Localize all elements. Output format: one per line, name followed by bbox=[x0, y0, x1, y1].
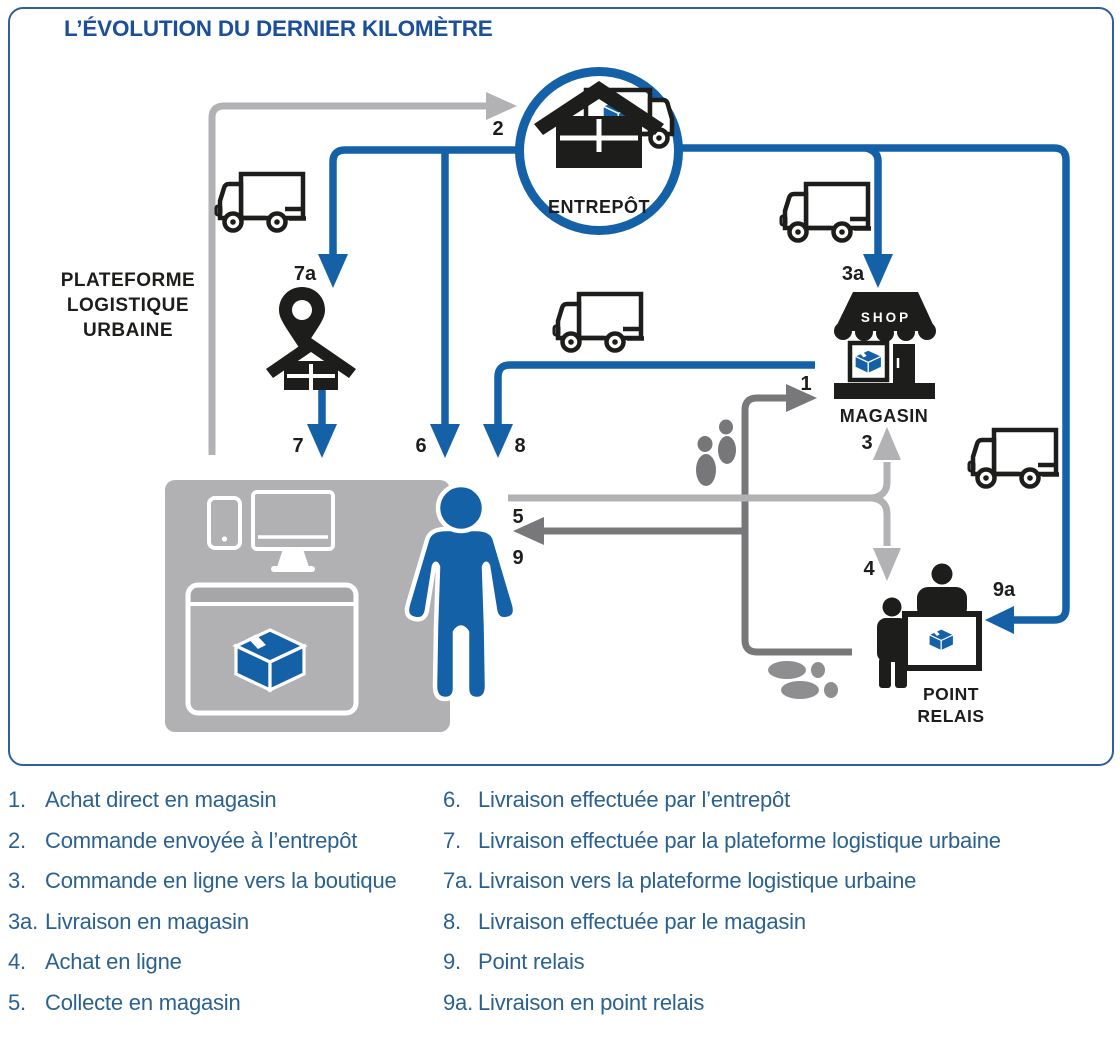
legend-item-text: Livraison en magasin bbox=[45, 908, 249, 934]
route-6-label: 6 bbox=[415, 435, 426, 457]
legend-item-number: 9a. bbox=[443, 989, 473, 1015]
legend-item-text: Livraison en point relais bbox=[478, 989, 705, 1015]
legend-column-left: 1. Achat direct en magasin 2. Commande env… bbox=[8, 787, 438, 1031]
legend-item-text: Achat direct en magasin bbox=[45, 787, 277, 812]
consumer-home-panel bbox=[165, 480, 450, 732]
route-4-label: 4 bbox=[863, 558, 875, 580]
legend-item-number: 5. bbox=[8, 989, 26, 1015]
relay-counter-icon bbox=[877, 563, 982, 688]
legend-item: 8. Livraison effectuée par le magasin bbox=[443, 909, 1115, 950]
legend-item-number: 3. bbox=[8, 868, 26, 894]
diagram-border bbox=[8, 7, 1114, 766]
legend-item-number: 1. bbox=[8, 787, 26, 812]
route-6-arrowhead bbox=[430, 424, 460, 458]
legend-item-number: 9. bbox=[443, 949, 461, 975]
legend-item-text: Commande envoyée à l’entrepôt bbox=[45, 827, 358, 853]
legend-item-text: Point relais bbox=[478, 949, 585, 975]
route-1-label: 1 bbox=[800, 373, 811, 395]
legend-item-text: Commande en ligne vers la boutique bbox=[45, 868, 397, 894]
shop-sign: SHOP bbox=[861, 310, 911, 325]
route-5-9-arrowhead bbox=[513, 517, 544, 545]
legend-item-number: 2. bbox=[8, 827, 26, 853]
legend-item: 3. Commande en ligne vers la boutique bbox=[8, 868, 438, 909]
footprints-up-icon bbox=[696, 419, 736, 486]
route-3a-arrowhead bbox=[863, 254, 893, 288]
legend-item-number: 8. bbox=[443, 908, 461, 934]
platform-warehouse-icon bbox=[266, 338, 356, 390]
truck-center bbox=[554, 294, 644, 351]
relay-point-node: POINT RELAIS bbox=[877, 563, 984, 726]
route-7-arrowhead bbox=[307, 424, 337, 458]
urban-platform-node bbox=[266, 287, 356, 390]
legend-item-text: Achat en ligne bbox=[45, 949, 182, 975]
legend-item-number: 4. bbox=[8, 949, 26, 975]
consumer-person-icon bbox=[404, 482, 518, 702]
page-title: L’ÉVOLUTION DU DERNIER KILOMÈTRE bbox=[64, 16, 493, 41]
legend-item: 2. Commande envoyée à l’entrepôt bbox=[8, 828, 438, 869]
legend-item-text: Livraison effectuée par la plateforme lo… bbox=[478, 827, 1001, 853]
legend-item-text: Collecte en magasin bbox=[45, 989, 241, 1015]
route-7a-label: 7a bbox=[294, 263, 317, 285]
legend-column-right: 6. Livraison effectuée par l’entrepôt 7. L… bbox=[443, 787, 1115, 1031]
route-dark-gray-paths bbox=[544, 394, 852, 656]
route-number-labels: 2 7a 7 6 8 3a 1 3 4 5 9 9a bbox=[292, 118, 1016, 601]
legend-item-text: Livraison vers la plateforme logistique … bbox=[478, 868, 917, 894]
legend-item: 3a. Livraison en magasin bbox=[8, 909, 438, 950]
route-3-arrowhead bbox=[873, 427, 901, 460]
svg-text:POINT: POINT bbox=[923, 684, 979, 704]
svg-text:URBAINE: URBAINE bbox=[83, 320, 173, 341]
legend-item-number: 6. bbox=[443, 787, 461, 812]
route-2-label: 2 bbox=[492, 118, 503, 140]
store-label: MAGASIN bbox=[840, 406, 929, 426]
legend-item: 9. Point relais bbox=[443, 949, 1115, 990]
svg-text:PLATEFORME: PLATEFORME bbox=[61, 270, 195, 291]
route-1-arrowhead bbox=[786, 384, 817, 412]
warehouse-label: ENTREPÔT bbox=[548, 196, 650, 217]
legend-item-number: 7a. bbox=[443, 868, 473, 894]
route-8-arrowhead bbox=[483, 424, 513, 458]
route-light-gray-paths bbox=[208, 102, 891, 546]
platform-label: PLATEFORME LOGISTIQUE URBAINE bbox=[61, 270, 195, 341]
svg-text:LOGISTIQUE: LOGISTIQUE bbox=[67, 295, 189, 316]
route-5-label: 5 bbox=[512, 506, 523, 528]
legend-item: 7a.Livraison vers la plateforme logistiq… bbox=[443, 868, 1115, 909]
route-7a-arrowhead bbox=[318, 254, 348, 288]
route-7-label: 7 bbox=[292, 435, 303, 457]
route-2-arrowhead bbox=[486, 92, 517, 120]
legend-item: 9a.Livraison en point relais bbox=[443, 990, 1115, 1031]
route-9a-arrowhead bbox=[985, 606, 1014, 634]
footprints-right-icon bbox=[768, 661, 838, 699]
svg-text:RELAIS: RELAIS bbox=[917, 706, 984, 726]
legend-item-number: 3a. bbox=[8, 908, 38, 934]
truck-near-relay bbox=[969, 430, 1059, 487]
legend-item: 4. Achat en ligne bbox=[8, 949, 438, 990]
legend-item: 1. Achat direct en magasin bbox=[8, 787, 438, 828]
store-icon: SHOP bbox=[834, 292, 936, 399]
truck-top-left bbox=[216, 174, 306, 231]
warehouse-icon bbox=[534, 81, 664, 168]
last-mile-diagram: ENTREPÔT PLATEFORME LOGISTIQUE URBAINE S… bbox=[8, 7, 1114, 766]
route-3a-label: 3a bbox=[842, 263, 865, 285]
route-9-label: 9 bbox=[512, 547, 523, 569]
legend-item-number: 7. bbox=[443, 827, 461, 853]
legend-item-text: Livraison effectuée par le magasin bbox=[478, 908, 806, 934]
legend-item: 6. Livraison effectuée par l’entrepôt bbox=[443, 787, 1115, 828]
monitor-icon bbox=[251, 490, 335, 572]
smartphone-icon bbox=[207, 496, 242, 550]
relay-label: POINT RELAIS bbox=[917, 684, 984, 726]
route-blue-paths bbox=[318, 144, 1070, 624]
legend-item: 7. Livraison effectuée par la plateforme … bbox=[443, 828, 1115, 869]
route-4-arrowhead bbox=[873, 548, 901, 581]
truck-near-store bbox=[781, 184, 871, 241]
route-9a-label: 9a bbox=[993, 579, 1016, 601]
warehouse-node: ENTREPÔT bbox=[515, 67, 683, 235]
legend-item: 5. Collecte en magasin bbox=[8, 990, 438, 1031]
route-8-label: 8 bbox=[514, 435, 525, 457]
legend-item-text: Livraison effectuée par l’entrepôt bbox=[478, 787, 790, 812]
store-node: SHOP MAGASIN bbox=[834, 292, 936, 426]
browser-window-icon bbox=[185, 582, 359, 716]
route-3-label: 3 bbox=[861, 432, 872, 454]
